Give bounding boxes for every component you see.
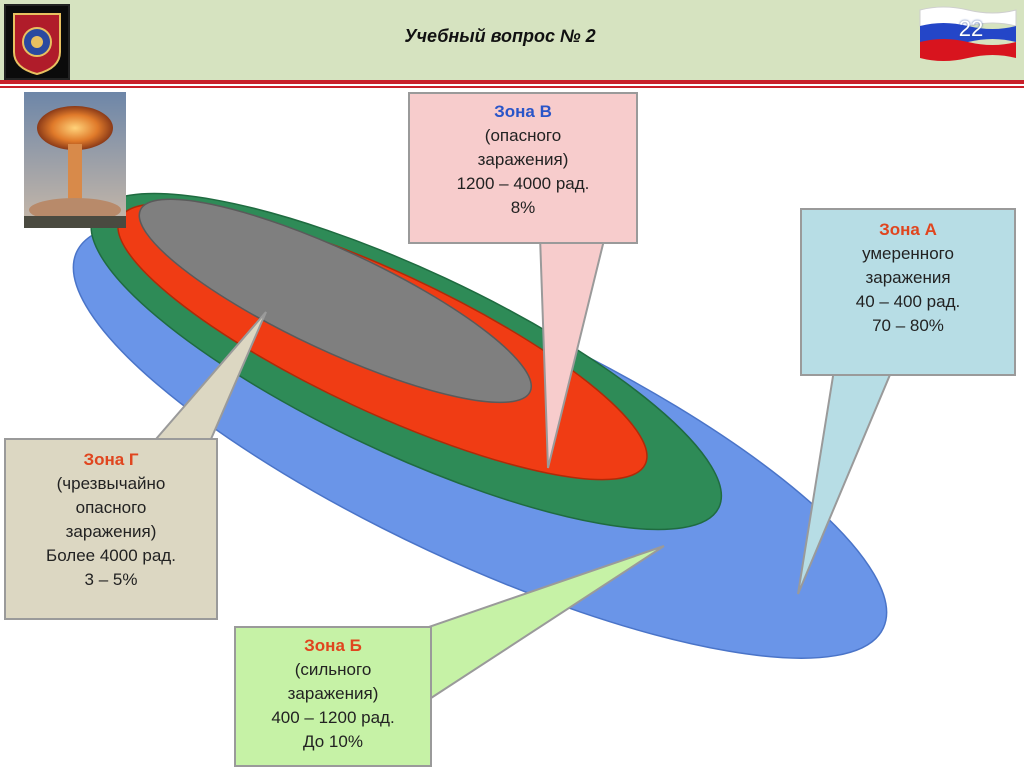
emblem-logo	[4, 4, 70, 80]
zone-b-line-3: 400 – 1200 рад.	[271, 708, 395, 727]
zone-g-line-3: заражения)	[65, 522, 157, 541]
zone-g-line-2: опасного	[75, 498, 147, 517]
zone-v-line-2: заражения)	[477, 150, 569, 169]
zone-v-name: Зона В	[494, 102, 552, 121]
zone-a-line-3: 40 – 400 рад.	[855, 292, 961, 311]
zone-a-line-2: заражения	[865, 268, 951, 287]
zone-g-callout: Зона Г (чрезвычайно опасного заражения) …	[4, 438, 218, 620]
zone-a-name: Зона А	[879, 220, 937, 239]
header-divider	[0, 80, 1024, 84]
zone-b-line-1: (сильного	[294, 660, 372, 679]
zone-g-ellipse	[138, 198, 533, 404]
zone-b-callout: Зона Б (сильного заражения) 400 – 1200 р…	[234, 626, 432, 767]
slide-header	[0, 0, 1024, 82]
page-title: Учебный вопрос № 2	[404, 26, 596, 46]
zone-g-line-1: (чрезвычайно	[56, 474, 166, 493]
zone-g-name: Зона Г	[83, 450, 139, 469]
zone-g-line-4: Более 4000 рад.	[46, 546, 176, 565]
zone-a-line-4: 70 – 80%	[872, 316, 944, 335]
zone-b-name: Зона Б	[304, 636, 362, 655]
zone-v-callout: Зона В (опасного заражения) 1200 – 4000 …	[408, 92, 638, 244]
zone-v-line-3: 1200 – 4000 рад.	[456, 174, 590, 193]
zone-b-line-2: заражения)	[287, 684, 379, 703]
zone-g-line-5: 3 – 5%	[84, 570, 138, 589]
zone-a-line-1: умеренного	[862, 244, 954, 263]
zone-v-line-1: (опасного	[484, 126, 562, 145]
zone-v-line-4: 8%	[510, 198, 536, 217]
zone-a-callout: Зона А умеренного заражения 40 – 400 рад…	[800, 208, 1016, 376]
header-divider-thin	[0, 86, 1024, 88]
russia-flag-icon	[918, 4, 1018, 64]
zone-b-line-4: До 10%	[303, 732, 363, 751]
page-number: 22	[958, 16, 984, 41]
nuclear-explosion-image	[24, 92, 126, 228]
